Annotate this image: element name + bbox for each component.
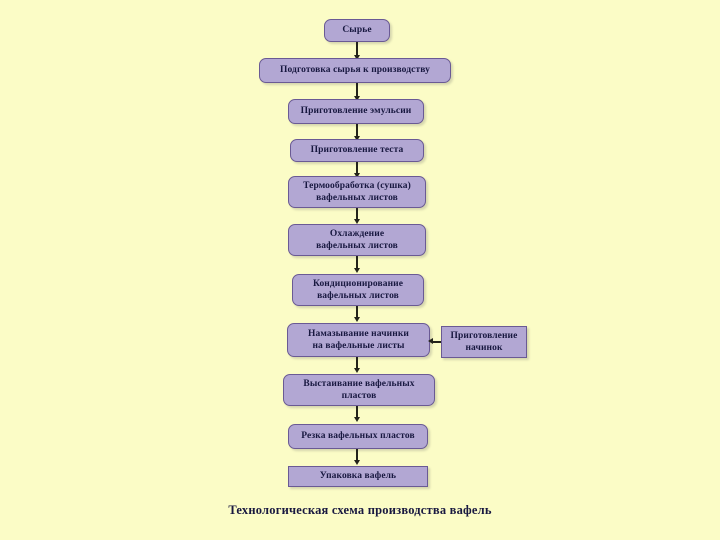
connector-n5-n6 [356, 208, 358, 222]
arrowhead-n9-n10 [353, 417, 360, 422]
flow-node-label-line1: Намазывание начинки [308, 328, 409, 339]
flow-node-label: Приготовление теста [310, 145, 404, 156]
connector-n12-n8 [433, 341, 441, 343]
flow-node-label-line1: Термообработка (сушка) [303, 180, 411, 191]
flow-node-label: Охлаждение вафельных листов [293, 228, 421, 252]
flow-node-wafer-block-cutting[interactable]: Резка вафельных пластов [288, 424, 428, 449]
flow-node-raw-material-preparation[interactable]: Подготовка сырья к производству [259, 58, 451, 83]
flow-node-label: Подготовка сырья к производству [279, 65, 430, 76]
flow-node-cooling-wafer-sheets[interactable]: Охлаждение вафельных листов [288, 224, 426, 256]
arrowhead-n1-n2 [353, 55, 360, 60]
arrowhead-n8-n9 [353, 368, 360, 373]
arrowhead-n4-n5 [353, 173, 360, 178]
arrowhead-n2-n3 [353, 96, 360, 101]
flow-node-dough-preparation[interactable]: Приготовление теста [290, 139, 424, 162]
flow-node-label: Кондиционирование вафельных листов [297, 278, 419, 302]
flow-node-label-line2: вафельных листов [316, 241, 398, 251]
flow-node-label: Термообработка (сушка) вафельных листов [293, 180, 421, 204]
connector-n1-n2 [356, 42, 358, 58]
flow-node-label: Приготовление начинок [446, 330, 522, 354]
flow-node-label-line2: на вафельные листы [312, 341, 405, 351]
flow-node-wafer-block-setting[interactable]: Выстаивание вафельных пластов [283, 374, 435, 406]
flow-node-label-line2: начинок [465, 343, 503, 353]
diagram-caption: Технологическая схема производства вафел… [228, 503, 492, 517]
flow-node-label-line2: пластов [341, 391, 377, 401]
flow-node-wafer-packaging[interactable]: Упаковка вафель [288, 466, 428, 487]
flow-node-label-line1: Кондиционирование [312, 278, 404, 289]
connector-n10-n11 [356, 449, 358, 462]
flow-node-label: Резка вафельных пластов [301, 431, 415, 442]
flow-node-label: Выстаивание вафельных пластов [288, 378, 430, 402]
flow-node-heat-treatment-drying[interactable]: Термообработка (сушка) вафельных листов [288, 176, 426, 208]
arrowhead-n10-n11 [353, 460, 360, 465]
connector-n4-n5 [356, 162, 358, 176]
connector-n6-n7 [356, 256, 358, 271]
connector-n7-n8 [356, 306, 358, 320]
arrowhead-n12-n8 [428, 337, 433, 344]
connector-n8-n9 [356, 357, 358, 371]
connector-n3-n4 [356, 124, 358, 139]
flow-node-label: Приготовление эмульсии [300, 106, 412, 117]
flow-node-label-line1: Приготовление [450, 330, 518, 341]
flow-node-emulsion-preparation[interactable]: Приготовление эмульсии [288, 99, 424, 124]
flow-node-label-line1: Выстаивание вафельных [303, 378, 415, 389]
flow-node-filling-spreading[interactable]: Намазывание начинки на вафельные листы [287, 323, 430, 357]
arrowhead-n7-n8 [353, 317, 360, 322]
flow-node-filling-preparation[interactable]: Приготовление начинок [441, 326, 527, 358]
flow-node-label-line2: вафельных листов [317, 291, 399, 301]
arrowhead-n3-n4 [353, 136, 360, 141]
flow-node-label: Намазывание начинки на вафельные листы [292, 328, 425, 352]
connector-n9-n10 [356, 406, 358, 420]
arrowhead-n5-n6 [353, 219, 360, 224]
flow-node-raw-materials[interactable]: Сырье [324, 19, 390, 42]
flow-node-label: Сырье [342, 25, 372, 36]
flow-node-label-line2: вафельных листов [316, 193, 398, 203]
flow-node-conditioning-wafer-sheets[interactable]: Кондиционирование вафельных листов [292, 274, 424, 306]
connector-n2-n3 [356, 83, 358, 99]
arrowhead-n6-n7 [353, 268, 360, 273]
flow-node-label-line1: Охлаждение [329, 228, 385, 239]
flow-node-label: Упаковка вафель [319, 471, 397, 482]
